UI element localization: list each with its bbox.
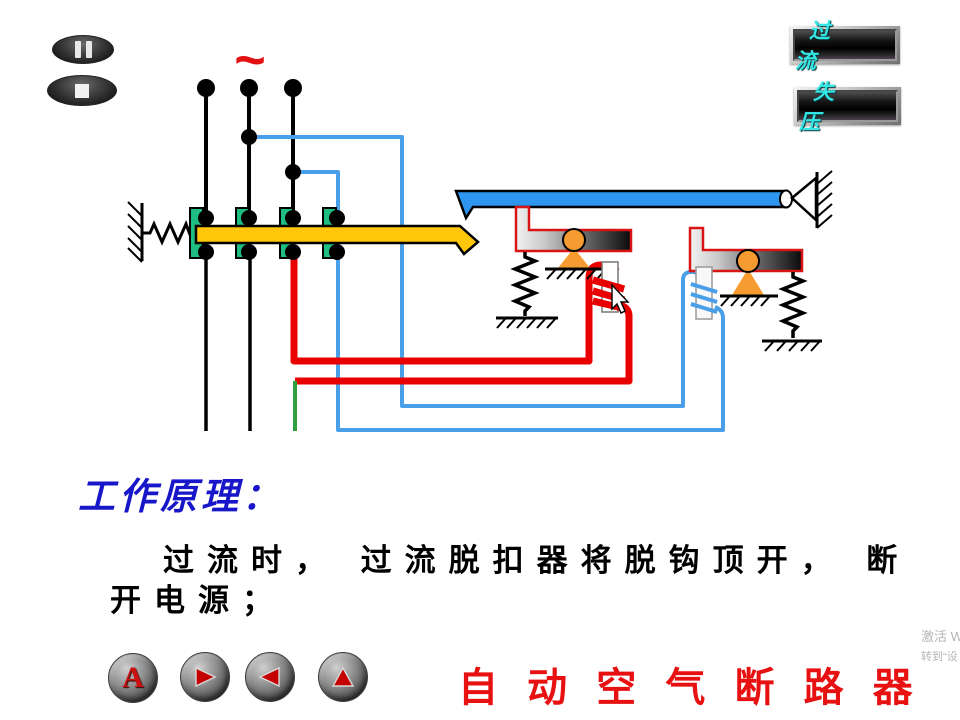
nav-button-a[interactable]: A bbox=[108, 653, 158, 703]
undervoltage-trip-button[interactable]: 失 压 bbox=[794, 81, 901, 134]
letter-a-icon: A bbox=[122, 661, 144, 694]
main-contacts bbox=[189, 207, 345, 260]
nav-button-back[interactable] bbox=[245, 652, 295, 702]
overcurrent-release bbox=[496, 205, 633, 329]
undervoltage-coil-wiring bbox=[249, 135, 725, 432]
wire-junctions bbox=[241, 129, 301, 180]
overcurrent-trip-button[interactable]: 过 流 bbox=[790, 20, 900, 73]
undervoltage-pivot bbox=[736, 249, 760, 273]
supply-terminals bbox=[197, 79, 302, 97]
supply-lines bbox=[204, 88, 295, 214]
mouse-cursor bbox=[611, 283, 630, 314]
breaker-title: 自 动 空 气 断 路 器 bbox=[458, 666, 922, 710]
pause-button[interactable] bbox=[52, 35, 114, 64]
overcurrent-coil-wiring bbox=[290, 254, 633, 385]
overcurrent-pivot bbox=[562, 228, 586, 252]
stop-button[interactable] bbox=[47, 75, 117, 106]
pause-icon bbox=[74, 41, 81, 58]
undervoltage-release bbox=[688, 226, 822, 352]
undervoltage-armature bbox=[688, 226, 804, 273]
overcurrent-trip-label: 过 流 bbox=[795, 20, 844, 73]
play-forward-icon bbox=[195, 666, 217, 688]
play-back-icon bbox=[258, 666, 280, 688]
overcurrent-armature bbox=[514, 205, 633, 253]
windows-activation-watermark: 激活 W 转到“设 bbox=[921, 626, 960, 664]
undervoltage-pivot-stand bbox=[732, 269, 764, 295]
overcurrent-pivot-stand bbox=[558, 248, 590, 268]
right-wall bbox=[815, 170, 833, 229]
description-line-1: 过流时， 过流脱扣器将脱钩顶开， 断 bbox=[163, 543, 911, 578]
left-wall bbox=[127, 201, 144, 263]
operating-lever bbox=[194, 224, 480, 256]
nav-button-up[interactable] bbox=[318, 652, 368, 702]
ac-source-symbol: ~ bbox=[234, 30, 266, 90]
pause-icon bbox=[85, 41, 92, 58]
description-line-2: 开电源； bbox=[110, 583, 286, 618]
load-wires-black bbox=[204, 256, 252, 431]
overcurrent-trip-button-face: 过 流 bbox=[793, 20, 897, 73]
undervoltage-trip-label: 失 压 bbox=[799, 81, 848, 134]
main-spring bbox=[142, 220, 199, 246]
up-arrow-icon bbox=[331, 666, 355, 687]
overcurrent-spring bbox=[510, 252, 540, 316]
undervoltage-coil-turns bbox=[690, 282, 718, 314]
working-principle-heading: 工作原理： bbox=[78, 476, 283, 517]
watermark-line-1: 激活 W bbox=[921, 629, 960, 644]
nav-button-forward[interactable] bbox=[180, 652, 230, 702]
trip-bar bbox=[454, 189, 789, 221]
undervoltage-trip-button-face: 失 压 bbox=[797, 81, 898, 134]
watermark-line-2: 转到“设 bbox=[921, 651, 958, 663]
undervoltage-spring bbox=[778, 272, 808, 338]
trip-bar-pivot bbox=[779, 189, 793, 209]
hinge-bracket bbox=[790, 175, 818, 223]
stop-icon bbox=[75, 83, 89, 98]
